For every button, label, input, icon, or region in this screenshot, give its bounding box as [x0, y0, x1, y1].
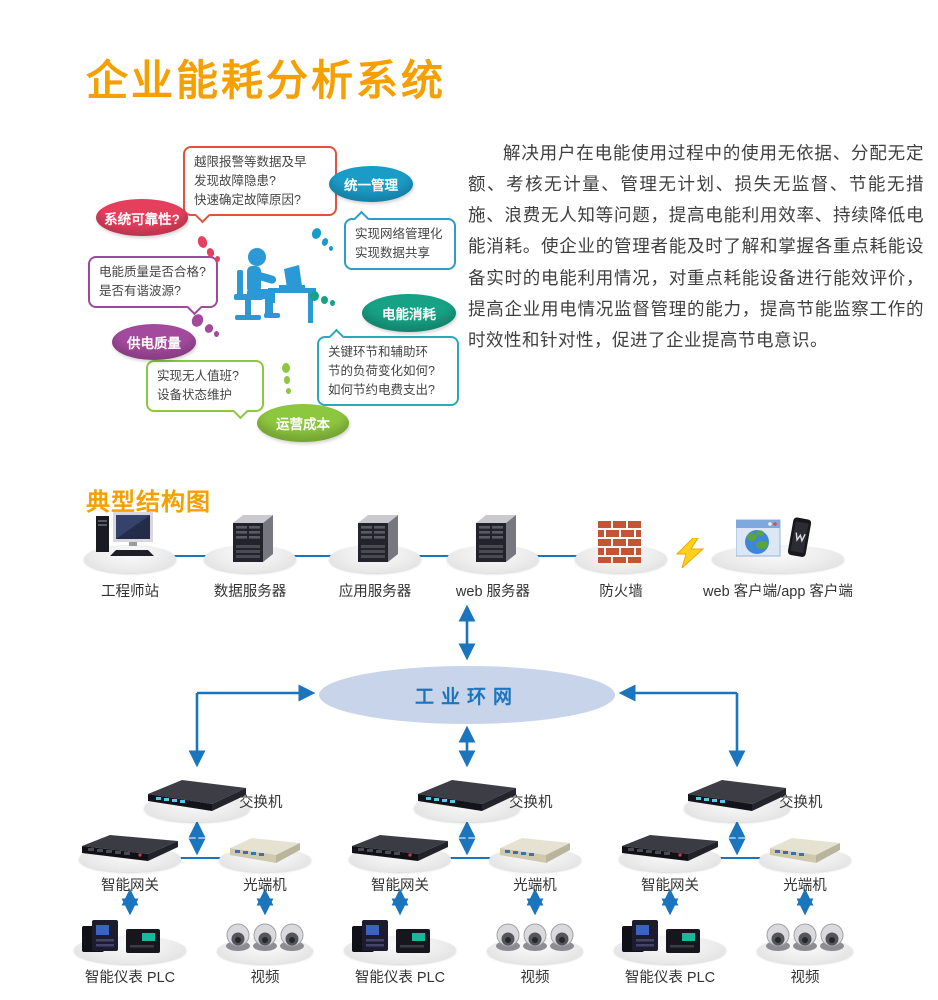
connector-lines: [121, 555, 814, 916]
node-label: 应用服务器: [338, 584, 412, 600]
section-heading: 典型结构图: [86, 489, 211, 516]
web-app-client-icon: [736, 517, 812, 557]
bubble-line: 关键环节和辅助环: [328, 345, 429, 359]
intro-paragraph: 解决用户在电能使用过程中的使用无依据、分配无定额、考核无计量、管理无计划、损失无…: [468, 143, 924, 350]
person-at-computer-icon: [234, 248, 316, 323]
plc-meter-icon: [82, 920, 160, 953]
camera-icon: [226, 923, 304, 951]
node-label: 智能网关: [641, 878, 699, 894]
node-label: 视频: [250, 970, 280, 986]
node-label: 光端机: [783, 878, 827, 894]
node-label: 交换机: [779, 795, 823, 811]
thought-dot: [215, 256, 220, 262]
camera-icon: [766, 923, 844, 951]
bubble-tail: [194, 207, 211, 224]
topic-power-quality: 供电质量: [112, 324, 196, 360]
optical-terminal-icon: [500, 838, 570, 863]
gateway-icon: [622, 835, 718, 861]
node-label: 光端机: [513, 878, 557, 894]
thought-dot: [203, 322, 215, 335]
node-label: 光端机: [243, 878, 287, 894]
topic-system-reliability: 系统可靠性?: [96, 199, 188, 236]
thought-dot: [330, 300, 335, 306]
workstation-icon: [96, 512, 154, 556]
topic-energy-consumption: 电能消耗: [362, 294, 456, 332]
topic-operating-cost: 运营成本: [257, 404, 349, 442]
thought-dot: [329, 246, 333, 251]
thought-dot: [310, 291, 319, 301]
thought-dot: [196, 234, 209, 250]
node-label: 智能仪表 PLC: [84, 970, 176, 986]
thought-dot: [310, 226, 323, 241]
thought-dot: [214, 331, 219, 337]
switch-icon: [688, 780, 786, 811]
bubble-line: 设备状态维护: [157, 387, 233, 402]
bubble-tail: [353, 210, 370, 227]
bubble-tail: [328, 328, 345, 345]
bubble-line: 节的负荷变化如何?: [328, 363, 435, 378]
node-label: web 客户端/app 客户端: [703, 584, 853, 600]
switch-icon: [148, 780, 246, 811]
topic-unified-management: 统一管理: [329, 166, 413, 202]
thought-dot: [321, 296, 328, 304]
thought-dot: [320, 237, 330, 247]
node-label: 智能仪表 PLC: [624, 970, 716, 986]
page-title: 企业能耗分析系统: [86, 57, 447, 104]
node-label: 视频: [520, 970, 550, 986]
bubble-line: 实现无人值班?: [157, 369, 239, 383]
node-label: web 服务器: [455, 584, 531, 600]
firewall-icon: [598, 521, 641, 563]
bubble-line: 实现网络管理化: [355, 227, 443, 241]
operating-question-bubble: 实现无人值班? 设备状态维护: [146, 360, 264, 419]
gateway-icon: [352, 835, 448, 861]
bubble-line: 是否有谐波源?: [99, 283, 181, 298]
server-icon: [358, 515, 398, 562]
industrial-ring-network: 工业环网: [319, 666, 615, 724]
node-label: 智能网关: [101, 878, 159, 894]
quality-question-bubble: 电能质量是否合格? 是否有谐波源?: [88, 256, 218, 315]
node-label: 视频: [790, 970, 820, 986]
optical-terminal-icon: [230, 838, 300, 863]
node-label: 交换机: [239, 795, 283, 811]
bubble-line: 发现故障隐患?: [194, 173, 276, 188]
switch-icon: [418, 780, 516, 811]
thought-dot: [189, 312, 206, 329]
node-label: 防火墙: [599, 584, 643, 600]
node-label: 工程师站: [101, 584, 159, 600]
consumption-question-bubble: 关键环节和辅助环 节的负荷变化如何? 如何节约电费支出?: [317, 328, 459, 407]
bubble-line: 实现数据共享: [355, 245, 431, 260]
node-label: 智能网关: [371, 878, 429, 894]
bubble-tail: [232, 403, 249, 419]
server-icon: [476, 515, 516, 562]
bubble-tail: [186, 299, 203, 315]
camera-icon: [496, 923, 574, 951]
reliability-question-bubble: 越限报警等数据及早 发现故障隐患? 快速确定故障原因?: [183, 146, 337, 224]
thought-dot: [286, 388, 291, 394]
node-label: 交换机: [509, 795, 553, 811]
lightning-icon: [676, 538, 705, 568]
plc-meter-icon: [622, 920, 700, 953]
thought-dot: [282, 363, 290, 373]
node-label: 智能仪表 PLC: [354, 970, 446, 986]
thought-dot: [284, 376, 290, 384]
bubble-line: 如何节约电费支出?: [328, 382, 435, 397]
management-question-bubble: 实现网络管理化 实现数据共享: [344, 210, 456, 270]
gateway-icon: [82, 835, 178, 861]
bubble-line: 电能质量是否合格?: [99, 265, 206, 279]
node-label: 数据服务器: [213, 584, 287, 600]
bubble-line: 越限报警等数据及早: [194, 155, 307, 169]
bubble-line: 快速确定故障原因?: [194, 192, 301, 207]
plc-meter-icon: [352, 920, 430, 953]
server-icon: [233, 515, 273, 562]
optical-terminal-icon: [770, 838, 840, 863]
